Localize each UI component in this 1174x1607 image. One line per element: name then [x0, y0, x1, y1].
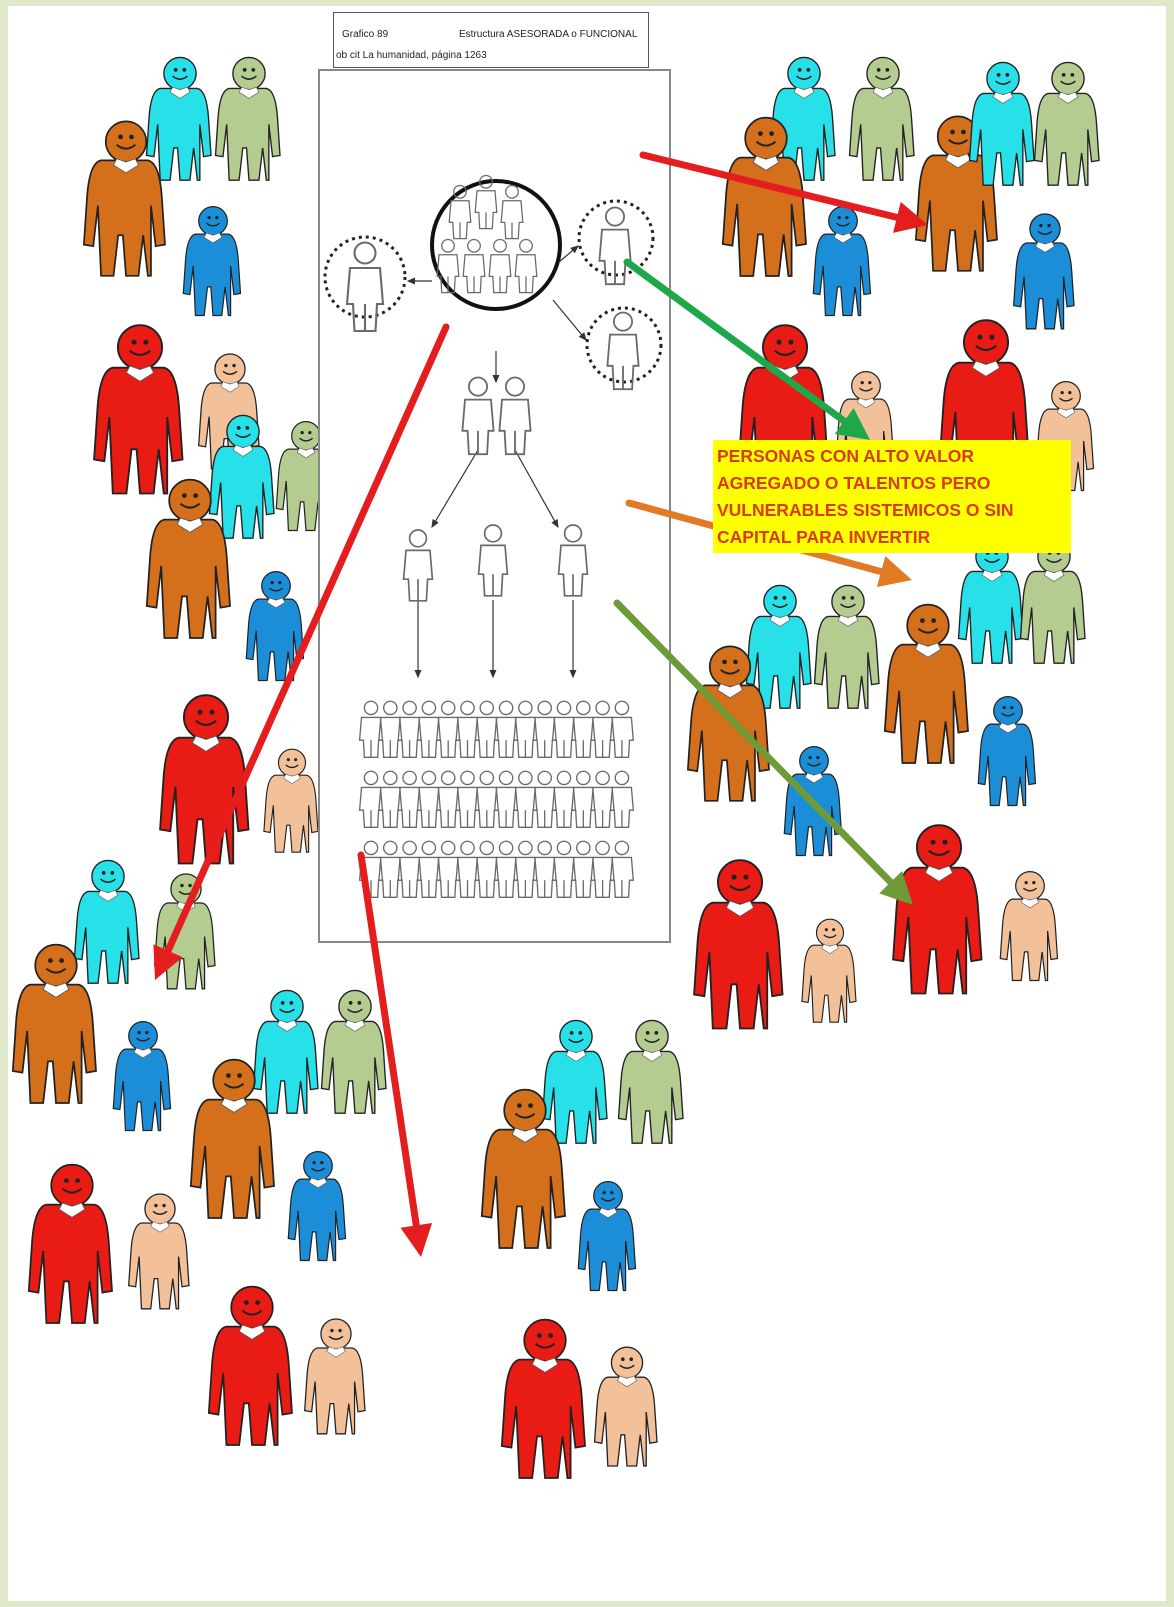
note-line: AGREGADO O TALENTOS PERO: [717, 473, 991, 493]
person-figure: [801, 918, 857, 1023]
figure-caption: Grafico 89 Estructura ASESORADA o FUNCIO…: [333, 12, 649, 68]
arrow-olive: [613, 599, 913, 905]
person-figure: [848, 56, 915, 181]
person-figure: [1033, 61, 1100, 186]
highlight-note: PERSONAS CON ALTO VALOR AGREGADO O TALEN…: [713, 440, 1071, 553]
figure-label: Grafico 89: [342, 29, 389, 40]
connector-branch-left: [431, 449, 479, 529]
person-figure: [214, 56, 281, 181]
person-figure: [73, 859, 140, 984]
person-figure: [500, 1318, 586, 1479]
person-figure: [27, 1163, 113, 1324]
arrow-red-top-right: [639, 151, 928, 233]
org-chart: [323, 174, 663, 898]
person-figure: [999, 870, 1059, 982]
arrow-red-bottom: [357, 851, 433, 1257]
person-figure: [159, 694, 250, 865]
note-line: PERSONAS CON ALTO VALOR: [717, 446, 975, 466]
arrow-green: [623, 258, 870, 440]
person-figure: [480, 1088, 566, 1249]
person-figure: [617, 1019, 684, 1144]
connector-right-top: [558, 245, 579, 263]
person-figure: [263, 748, 319, 853]
person-figure: [1019, 539, 1086, 664]
person-figure: [287, 1150, 347, 1262]
person-figure: [687, 645, 770, 802]
person-figure: [593, 1346, 658, 1467]
person-figure: [182, 205, 242, 317]
note-line: CAPITAL PARA INVERTIR: [717, 527, 931, 547]
person-figure: [128, 1193, 190, 1310]
person-figure: [957, 539, 1024, 664]
figure-title: Estructura ASESORADA o FUNCIONAL: [459, 29, 638, 40]
person-figure: [320, 989, 387, 1114]
connector-right-bottom: [552, 299, 587, 341]
person-figure: [252, 989, 319, 1114]
note-line: VULNERABLES SISTEMICOS O SIN: [717, 500, 1014, 520]
advisor-circle-right-top: [577, 199, 655, 277]
person-figure: [977, 695, 1037, 807]
person-figure: [145, 56, 212, 181]
arrow-red-left: [153, 323, 450, 980]
person-figure: [93, 324, 184, 495]
figure-source: ob cit La humanidad, página 1263: [336, 50, 487, 61]
advisor-circle-right-bottom: [585, 306, 663, 384]
person-figure: [207, 1285, 293, 1446]
person-figure: [541, 1019, 608, 1144]
person-figure: [812, 205, 872, 317]
arrows: [153, 151, 928, 1257]
person-figure: [11, 943, 97, 1104]
advisor-circle-left: [323, 235, 407, 319]
person-figure: [1013, 213, 1075, 330]
person-figure: [813, 584, 880, 709]
person-figure: [112, 1020, 172, 1132]
person-figure: [883, 603, 969, 764]
person-figure: [577, 1180, 637, 1292]
person-figure: [693, 859, 784, 1030]
connector-branch-right: [514, 449, 559, 529]
person-figure: [892, 824, 983, 995]
person-figure: [304, 1318, 366, 1435]
